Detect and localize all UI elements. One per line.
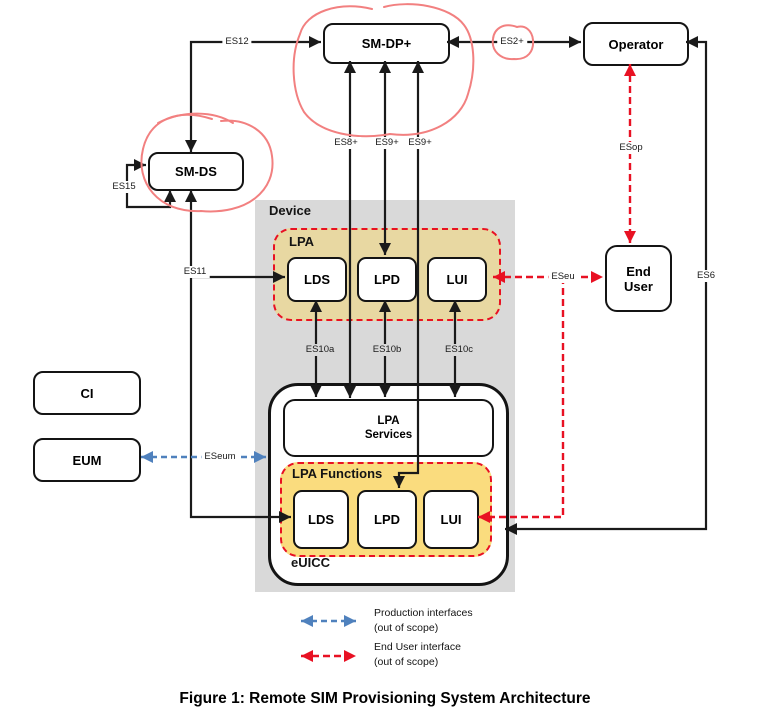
euicc-label: eUICC bbox=[291, 555, 331, 570]
legend-production-label: Production interfaces bbox=[374, 607, 473, 619]
sm-dp-plus-node: SM-DP+ bbox=[323, 23, 450, 64]
lpa-label: LPA bbox=[289, 234, 315, 249]
legend-production-note: (out of scope) bbox=[374, 622, 439, 634]
ci-node: CI bbox=[33, 371, 141, 415]
end-user-node: End User bbox=[605, 245, 672, 312]
legend-end-user-note: (out of scope) bbox=[374, 656, 439, 668]
euicc-lds-node: LDS bbox=[293, 490, 349, 549]
figure-caption: Figure 1: Remote SIM Provisioning System… bbox=[179, 690, 591, 707]
handdrawn-stroke-sm-ds bbox=[157, 112, 234, 124]
sm-ds-node: SM-DS bbox=[148, 152, 244, 191]
es12-label: ES12 bbox=[222, 36, 252, 48]
es6-label: ES6 bbox=[694, 270, 718, 282]
legend-end-user-label: End User interface bbox=[374, 641, 461, 653]
es10a-label: ES10a bbox=[302, 344, 338, 356]
lpa-functions-label: LPA Functions bbox=[292, 466, 383, 481]
lpa-lds-node: LDS bbox=[287, 257, 347, 302]
es10c-label: ES10c bbox=[442, 344, 476, 356]
eseu-label: ESeu bbox=[548, 271, 578, 283]
es15-label: ES15 bbox=[109, 181, 139, 193]
euicc-lpd-node: LPD bbox=[357, 490, 417, 549]
eum-node: EUM bbox=[33, 438, 141, 482]
esop-label: ESop bbox=[616, 142, 646, 154]
es8-label: ES8+ bbox=[331, 137, 361, 149]
lpa-lui-node: LUI bbox=[427, 257, 487, 302]
eseum-label: ESeum bbox=[201, 451, 239, 463]
es2-label: ES2+ bbox=[497, 36, 527, 48]
lpa-services-node: LPA Services bbox=[283, 399, 494, 457]
es9a-label: ES9+ bbox=[372, 137, 402, 149]
device-label: Device bbox=[269, 203, 311, 218]
operator-node: Operator bbox=[583, 22, 689, 66]
euicc-lui-node: LUI bbox=[423, 490, 479, 549]
es11-label: ES11 bbox=[180, 266, 210, 278]
es10b-label: ES10b bbox=[369, 344, 405, 356]
end-user-label: End User bbox=[624, 263, 653, 294]
lpa-services-label: LPA Services bbox=[364, 415, 413, 441]
es9b-label: ES9+ bbox=[405, 137, 435, 149]
es12-connector bbox=[185, 36, 321, 152]
lpa-lpd-node: LPD bbox=[357, 257, 417, 302]
